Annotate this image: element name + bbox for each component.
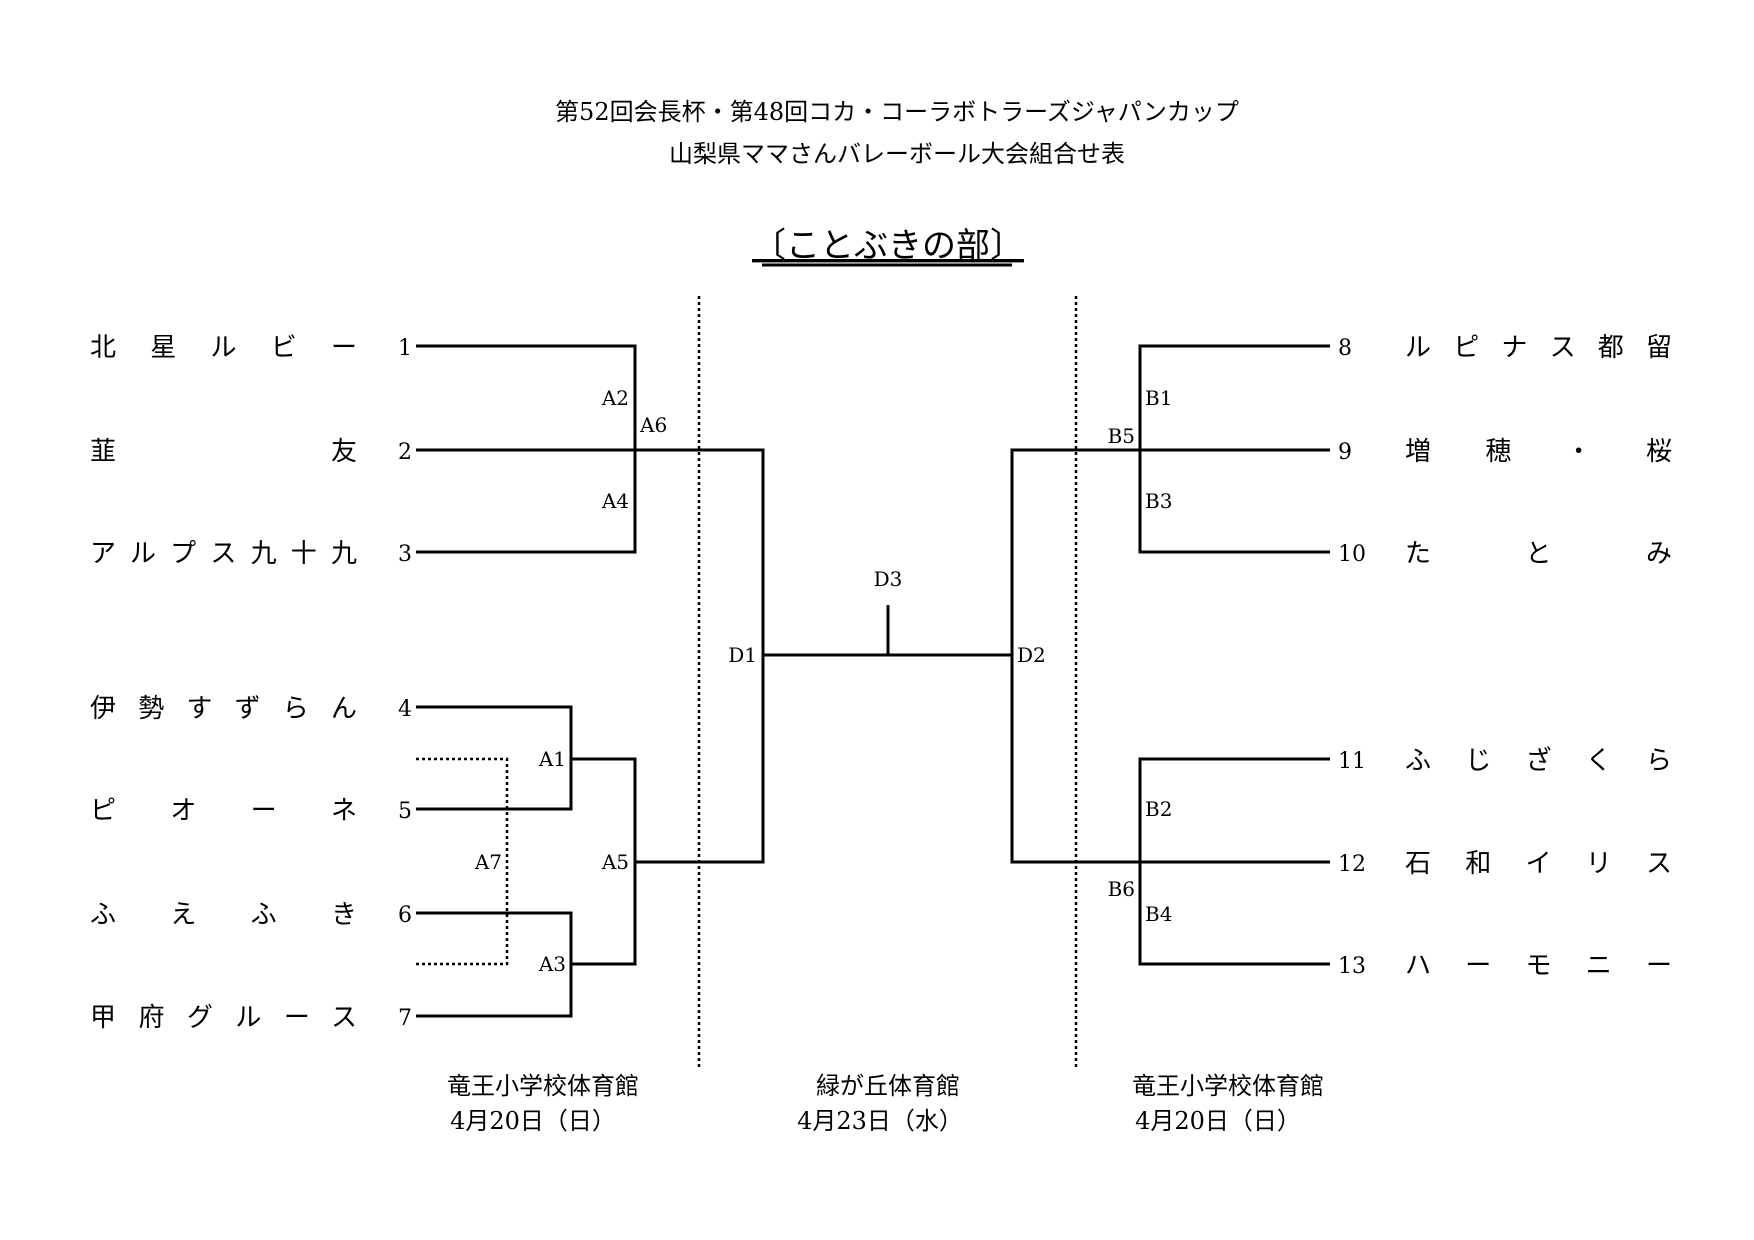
match-label-b6: B6 — [1108, 877, 1135, 901]
team-number: 12 — [1338, 852, 1366, 877]
team-name: 伊勢すずらん — [90, 694, 357, 724]
team-number: 11 — [1338, 749, 1366, 774]
left-teams: 北星ルビー 1 韮 友 2 アルプス九十九 3 伊勢すずらん 4 ピオーネ 5 … — [90, 333, 412, 1033]
match-labels: A2 A6 A4 A1 A7 A5 A3 D1 D3 D2 B1 B5 B3 B… — [474, 386, 1173, 976]
team-number: 8 — [1338, 336, 1352, 361]
title-line-2: 山梨県ママさんバレーボール大会組合せ表 — [669, 140, 1125, 168]
venue-date-right: 4月20日（日） — [1135, 1107, 1301, 1135]
venue-date-left: 4月20日（日） — [450, 1107, 616, 1135]
team-name: たとみ — [1405, 539, 1672, 569]
team-name: ふえふき — [90, 900, 357, 930]
venue-name-left: 竜王小学校体育館 — [447, 1072, 639, 1100]
right-bracket-lines — [1010, 344, 1330, 966]
team-number: 1 — [398, 336, 412, 361]
team-name: 韮 友 — [90, 437, 357, 467]
match-label-a1: A1 — [538, 747, 566, 771]
match-label-a7: A7 — [474, 850, 502, 874]
venues: 竜王小学校体育館 4月20日（日） 緑が丘体育館 4月23日（水） 竜王小学校体… — [447, 1072, 1324, 1135]
match-label-d2: D2 — [1017, 643, 1046, 667]
match-label-a5: A5 — [601, 850, 629, 874]
match-label-a4: A4 — [601, 489, 629, 513]
right-teams: 8 ルピナス都留 9 増穂・桜 10 たとみ 11 ふじざくら 12 石和イリス… — [1338, 333, 1672, 981]
team-name: 北星ルビー — [90, 333, 357, 363]
team-number: 13 — [1338, 954, 1366, 979]
team-number: 6 — [398, 903, 412, 928]
team-name: ふじざくら — [1405, 746, 1672, 776]
match-label-b1: B1 — [1145, 386, 1172, 410]
team-number: 9 — [1338, 440, 1352, 465]
team-name: ルピナス都留 — [1405, 333, 1672, 363]
match-label-d1: D1 — [728, 643, 757, 667]
match-label-d3: D3 — [874, 567, 903, 591]
match-label-b5: B5 — [1108, 424, 1135, 448]
match-label-b3: B3 — [1145, 489, 1172, 513]
team-number: 5 — [398, 799, 412, 824]
final-lines — [763, 605, 1012, 657]
team-name: 甲府グルース — [90, 1003, 357, 1033]
team-name: 増穂・桜 — [1405, 437, 1672, 467]
venue-date-center: 4月23日（水） — [797, 1107, 963, 1135]
venue-name-center: 緑が丘体育館 — [816, 1072, 960, 1100]
team-name: ピオーネ — [90, 796, 357, 826]
title-line-1: 第52回会長杯・第48回コカ・コーラボトラーズジャパンカップ — [555, 98, 1239, 126]
team-name: 石和イリス — [1405, 849, 1672, 879]
team-number: 2 — [398, 440, 412, 465]
team-number: 3 — [398, 542, 412, 567]
team-name: アルプス九十九 — [90, 539, 357, 569]
venue-name-right: 竜王小学校体育館 — [1132, 1072, 1324, 1100]
team-number: 4 — [398, 697, 412, 722]
team-number: 10 — [1338, 542, 1366, 567]
left-bracket-lines — [416, 344, 765, 1018]
match-label-a6: A6 — [639, 413, 667, 437]
match-label-b2: B2 — [1145, 797, 1172, 821]
match-label-a2: A2 — [601, 386, 629, 410]
match-label-b4: B4 — [1145, 902, 1172, 926]
match-label-a3: A3 — [538, 952, 566, 976]
team-name: ハーモニー — [1405, 951, 1672, 981]
division-title: 〔ことぶきの部〕 — [752, 226, 1024, 266]
team-number: 7 — [398, 1006, 412, 1031]
